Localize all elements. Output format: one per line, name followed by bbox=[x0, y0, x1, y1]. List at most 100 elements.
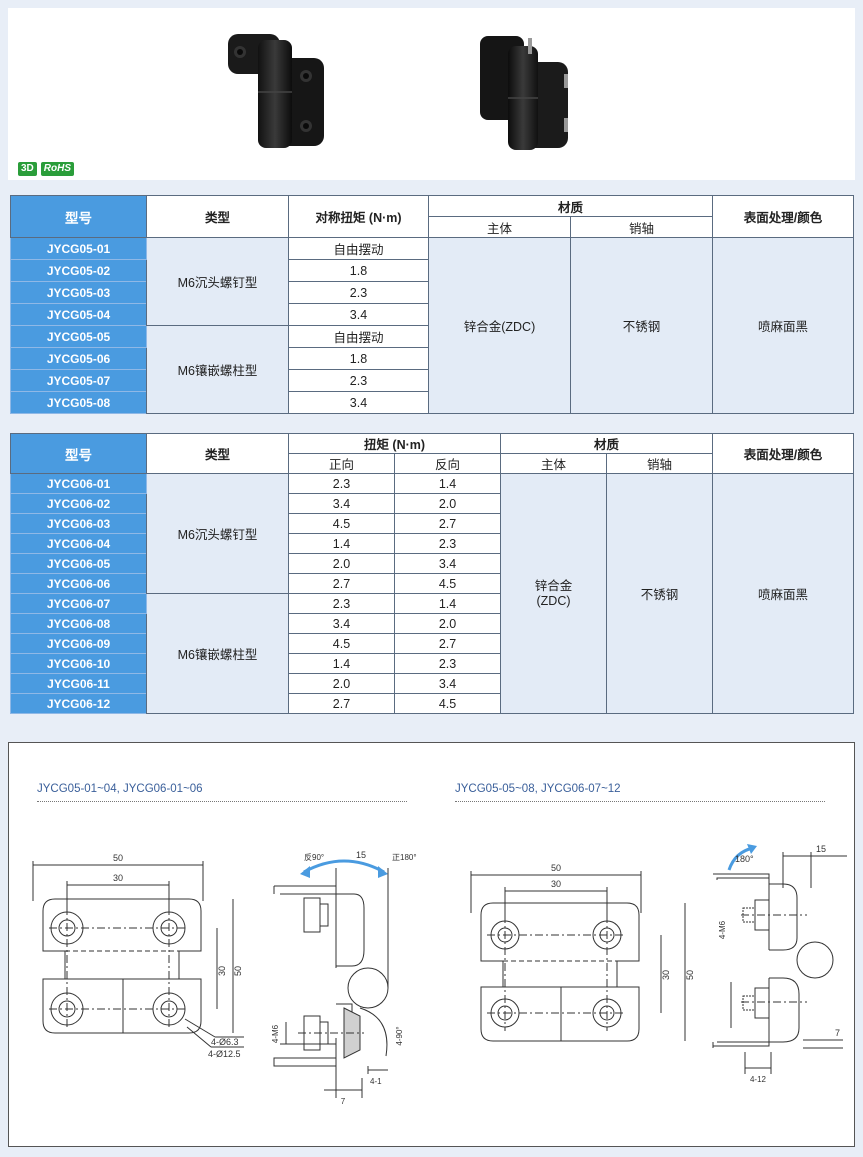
header-torque: 扭矩 (N·m) bbox=[287, 433, 502, 454]
material-pin-cell: 不锈钢 bbox=[606, 473, 714, 714]
reverse-cell: 4.5 bbox=[393, 693, 502, 714]
dim-hole-large: 4-Ø12.5 bbox=[208, 1049, 241, 1059]
reverse-cell: 4.5 bbox=[393, 573, 502, 594]
table-row-model: JYCG06-07 bbox=[10, 593, 147, 614]
surface-cell: 喷麻面黑 bbox=[712, 237, 855, 414]
table-row-model: JYCG05-03 bbox=[10, 281, 147, 304]
material-body-line1: 锌合金 bbox=[534, 578, 573, 593]
forward-cell: 2.0 bbox=[288, 553, 395, 574]
table-row-model: JYCG06-12 bbox=[10, 693, 147, 714]
forward-cell: 3.4 bbox=[288, 613, 395, 634]
forward-cell: 3.4 bbox=[288, 493, 395, 514]
drawing-right-side-view: 180° 15 4-M6 7 4-12 bbox=[712, 844, 847, 1084]
table-row-model: JYCG06-08 bbox=[10, 613, 147, 634]
header-surface: 表面处理/颜色 bbox=[712, 433, 855, 474]
dim-7: 7 bbox=[835, 1028, 840, 1038]
table-row-model: JYCG05-05 bbox=[10, 325, 147, 348]
dim-50-vertical: 50 bbox=[233, 966, 243, 976]
reverse-cell: 3.4 bbox=[393, 553, 502, 574]
header-material: 材质 bbox=[427, 195, 714, 217]
type-cell: M6镶嵌螺柱型 bbox=[146, 593, 289, 714]
forward-cell: 2.7 bbox=[288, 693, 395, 714]
reverse-cell: 3.4 bbox=[393, 673, 502, 694]
forward-cell: 1.4 bbox=[288, 653, 395, 674]
certification-badges: 3D RoHS bbox=[18, 162, 75, 176]
hinge-photo-stud bbox=[480, 36, 568, 150]
dim-50-vertical: 50 bbox=[685, 970, 695, 980]
reverse-cell: 2.0 bbox=[393, 613, 502, 634]
drawing-title-left: JYCG05-01~04, JYCG06-01~06 bbox=[37, 783, 203, 795]
type-cell: M6镶嵌螺柱型 bbox=[146, 325, 289, 414]
dim-50-horizontal: 50 bbox=[113, 853, 123, 863]
badge-rohs: RoHS bbox=[40, 162, 75, 176]
table-row-model: JYCG05-01 bbox=[10, 237, 147, 260]
reverse-cell: 2.3 bbox=[393, 653, 502, 674]
header-surface: 表面处理/颜色 bbox=[712, 195, 855, 238]
header-material-pin: 销轴 bbox=[569, 216, 714, 238]
torque-cell: 自由摆动 bbox=[288, 237, 429, 260]
header-material: 材质 bbox=[500, 433, 714, 454]
dim-30-vertical: 30 bbox=[661, 970, 671, 980]
forward-cell: 2.3 bbox=[288, 473, 395, 494]
table-row-model: JYCG06-01 bbox=[10, 473, 147, 494]
reverse-cell: 2.3 bbox=[393, 533, 502, 554]
dim-30-vertical: 30 bbox=[217, 966, 227, 976]
label-reverse-90: 反90° bbox=[304, 852, 324, 862]
dim-m6: 4-M6 bbox=[718, 920, 727, 939]
table-row-model: JYCG06-11 bbox=[10, 673, 147, 694]
material-pin-cell: 不锈钢 bbox=[569, 237, 714, 414]
header-model: 型号 bbox=[10, 433, 147, 474]
material-body-cell: 锌合金(ZDC) bbox=[428, 237, 571, 414]
dim-4-1: 4-1 bbox=[370, 1077, 382, 1086]
dim-7: 7 bbox=[341, 1097, 346, 1106]
table-row-model: JYCG05-08 bbox=[10, 391, 147, 414]
header-reverse: 反向 bbox=[393, 453, 502, 474]
table-row-model: JYCG06-06 bbox=[10, 573, 147, 594]
dim-15: 15 bbox=[356, 850, 366, 860]
table-row-model: JYCG05-07 bbox=[10, 369, 147, 392]
dim-4-12: 4-12 bbox=[750, 1075, 767, 1084]
forward-cell: 4.5 bbox=[288, 633, 395, 654]
product-photo-panel: 3D RoHS bbox=[8, 8, 855, 180]
reverse-cell: 2.0 bbox=[393, 493, 502, 514]
table-row-model: JYCG06-09 bbox=[10, 633, 147, 654]
forward-cell: 2.0 bbox=[288, 673, 395, 694]
header-type: 类型 bbox=[146, 433, 289, 474]
reverse-cell: 2.7 bbox=[393, 633, 502, 654]
material-body-line2: (ZDC) bbox=[536, 593, 571, 608]
dim-hole-small: 4-Ø6.3 bbox=[211, 1037, 239, 1047]
spec-table-jycg05: 型号 类型 对称扭矩 (N·m) 材质 表面处理/颜色 主体 销轴 JYCG05… bbox=[10, 195, 855, 414]
table-row-model: JYCG05-04 bbox=[10, 303, 147, 326]
table-row-model: JYCG06-05 bbox=[10, 553, 147, 574]
header-forward: 正向 bbox=[288, 453, 395, 474]
table-row-model: JYCG06-10 bbox=[10, 653, 147, 674]
torque-cell: 2.3 bbox=[288, 369, 429, 392]
label-180: 180° bbox=[735, 854, 754, 864]
table-row-model: JYCG06-04 bbox=[10, 533, 147, 554]
drawing-left-front-view: 50 30 30 50 4-Ø6.3 4-Ø12.5 bbox=[32, 853, 244, 1059]
material-body-cell: 锌合金 (ZDC) bbox=[500, 473, 608, 714]
header-material-body: 主体 bbox=[500, 453, 608, 474]
dim-50-horizontal: 50 bbox=[551, 863, 561, 873]
type-cell: M6沉头螺钉型 bbox=[146, 473, 289, 594]
forward-cell: 1.4 bbox=[288, 533, 395, 554]
table-row-model: JYCG05-02 bbox=[10, 259, 147, 282]
surface-cell: 喷麻面黑 bbox=[712, 473, 855, 714]
torque-cell: 自由摆动 bbox=[288, 325, 429, 348]
dim-angle: 4-90° bbox=[395, 1026, 404, 1045]
header-material-body: 主体 bbox=[428, 216, 571, 238]
forward-cell: 2.3 bbox=[288, 593, 395, 614]
hinge-photo-countersunk bbox=[228, 34, 324, 148]
header-type: 类型 bbox=[146, 195, 289, 238]
spec-table-jycg06: 型号 类型 扭矩 (N·m) 材质 表面处理/颜色 正向 反向 主体 销轴 JY… bbox=[10, 433, 855, 714]
header-model: 型号 bbox=[10, 195, 147, 238]
badge-3d: 3D bbox=[18, 162, 37, 176]
reverse-cell: 1.4 bbox=[393, 593, 502, 614]
torque-cell: 2.3 bbox=[288, 281, 429, 304]
drawing-title-right: JYCG05-05~08, JYCG06-07~12 bbox=[455, 783, 621, 795]
table-row-model: JYCG06-02 bbox=[10, 493, 147, 514]
type-cell: M6沉头螺钉型 bbox=[146, 237, 289, 326]
header-material-pin: 销轴 bbox=[606, 453, 714, 474]
header-torque: 对称扭矩 (N·m) bbox=[288, 195, 429, 238]
technical-drawing-panel: JYCG05-01~04, JYCG06-01~06 JYCG05-05~08,… bbox=[8, 742, 855, 1147]
